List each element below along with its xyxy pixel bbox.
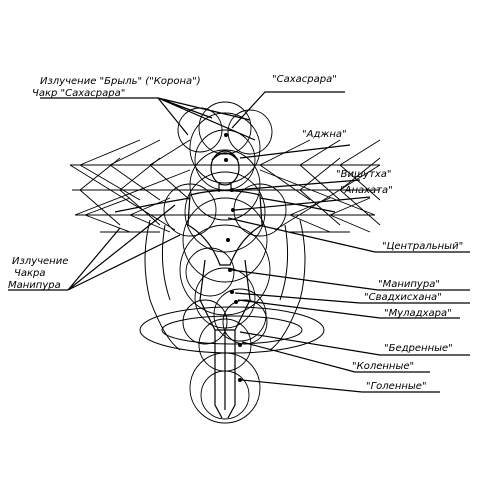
pointer-anahata [234, 196, 371, 211]
label-muladhara: "Муладхара" [384, 308, 452, 319]
point-muladhara [234, 300, 238, 304]
label-anahata: "Анахата" [340, 185, 393, 196]
middle-ray-grid [72, 157, 381, 226]
vishuddha-circle [189, 149, 261, 221]
figure-hair [211, 152, 239, 161]
figure-torso [187, 189, 263, 266]
crown-circle-right [227, 109, 273, 155]
point-vishuddha [230, 188, 234, 192]
label-crown-radiation: Излучение "Брыль" ("Корона") [40, 76, 201, 87]
point-anahata [231, 208, 235, 212]
pointer-hip [239, 331, 470, 356]
label-crown-chakra: Чакр "Сахасрара" [32, 88, 125, 99]
central-circle [182, 197, 268, 283]
anahata-circle-left [163, 183, 217, 237]
hip-circle-left [182, 299, 228, 345]
human-figure [114, 150, 336, 419]
pointer-svadhisthana [234, 292, 470, 304]
label-manipura-radiation: Излучение [12, 256, 68, 267]
point-knee [238, 343, 242, 347]
pointer-vishuddha [234, 179, 361, 191]
label-central: "Центральный" [382, 241, 463, 252]
figure-arms [114, 197, 336, 213]
manipura-disc-inner [161, 315, 303, 345]
manipura-circle [179, 224, 271, 316]
label-vishuddha: "Вишутха" [336, 169, 392, 180]
crown-circle-center [198, 101, 252, 155]
left-labels: Излучение "Брыль" ("Корона") Чакр "Сахас… [8, 76, 201, 291]
diagonal-rays [69, 164, 381, 233]
pointer-manipura [231, 269, 470, 291]
radiation-rays [69, 139, 381, 233]
label-ajna: "Аджна" [302, 129, 347, 140]
shin-circle-small [200, 370, 250, 420]
point-central [226, 238, 230, 242]
pointer-central [227, 217, 470, 253]
point-sahasrara [224, 133, 228, 137]
svadhisthana-circle [194, 267, 256, 329]
aura-shell [139, 219, 325, 354]
figure-legs [214, 330, 236, 419]
pointer-sahasrara [231, 91, 345, 129]
point-manipura [228, 268, 232, 272]
chakra-points [224, 133, 242, 382]
crown-pointers [157, 97, 256, 141]
label-manipura: "Манипура" [378, 279, 440, 290]
anahata-circle [184, 171, 266, 253]
point-shin [238, 378, 242, 382]
right-labels: "Сахасрара" "Аджна" "Вишутха" "Анахата" … [272, 74, 463, 392]
aura-bell-inner [161, 224, 289, 301]
manipura-circle-small [185, 247, 235, 297]
label-svadhisthana: "Свадхисхана" [364, 292, 442, 303]
label-knee: "Коленные" [352, 361, 414, 372]
manipura-pointers [67, 204, 181, 291]
manipura-disc [139, 306, 325, 354]
figure-hips [199, 259, 251, 331]
label-sahasrara: "Сахасрара" [272, 74, 337, 85]
crown-circle-top [189, 112, 261, 184]
pointer-muladhara [237, 299, 460, 319]
point-ajna [224, 158, 228, 162]
point-svadhisthana [230, 290, 234, 294]
leader-lines [8, 91, 470, 393]
pointer-shin [241, 379, 440, 393]
pointer-ajna [239, 144, 351, 159]
label-shin: "Голенные" [366, 381, 427, 392]
pointer-knee [241, 341, 430, 373]
figure-head [210, 150, 240, 186]
label-hip: "Бедренные" [384, 343, 453, 354]
label-manipura-chakra: Чакра [14, 268, 46, 279]
lower-ray-grid [75, 197, 375, 233]
label-manipura-name: Манипура [8, 280, 61, 291]
